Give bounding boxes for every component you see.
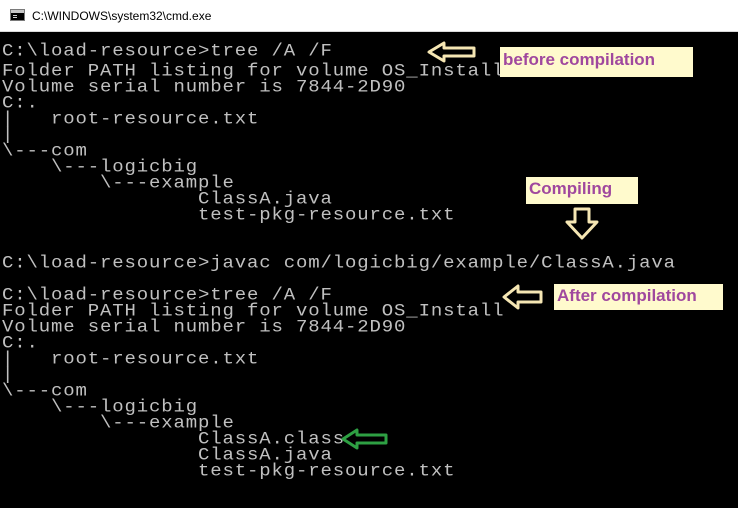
console-line: \---com bbox=[2, 381, 88, 402]
console-line: \---logicbig bbox=[2, 397, 199, 418]
console-line: test-pkg-resource.txt bbox=[2, 205, 456, 226]
cmd-icon bbox=[10, 9, 25, 21]
console-line: ClassA.java bbox=[2, 445, 333, 466]
console-output[interactable]: C:\load-resource>tree /A /F Folder PATH … bbox=[0, 32, 738, 508]
window-title: C:\WINDOWS\system32\cmd.exe bbox=[32, 9, 212, 23]
console-line: Volume serial number is 7844-2D90 bbox=[2, 77, 407, 98]
compiling-label: Compiling bbox=[526, 177, 638, 204]
console-line: | root-resource.txt bbox=[2, 349, 260, 370]
after-compilation-label: After compilation bbox=[554, 284, 723, 310]
left-arrow-green-icon bbox=[341, 428, 388, 450]
console-line: \---example bbox=[2, 173, 235, 194]
console-line: C:\load-resource>tree /A /F bbox=[2, 285, 333, 306]
console-line: C:\load-resource>tree /A /F bbox=[2, 41, 333, 62]
console-line: \---example bbox=[2, 413, 235, 434]
console-line: Folder PATH listing for volume OS_Instal… bbox=[2, 301, 505, 322]
left-arrow-icon bbox=[502, 284, 543, 310]
console-line: \---com bbox=[2, 141, 88, 162]
left-arrow-icon bbox=[427, 41, 476, 63]
console-line: | bbox=[2, 125, 15, 146]
console-line: test-pkg-resource.txt bbox=[2, 461, 456, 482]
console-line: ClassA.java bbox=[2, 189, 333, 210]
console-line: Folder PATH listing for volume OS_Instal… bbox=[2, 61, 505, 82]
console-line: C:. bbox=[2, 93, 39, 114]
down-arrow-icon bbox=[565, 207, 599, 240]
console-line: | bbox=[2, 365, 15, 386]
console-line: \---logicbig bbox=[2, 157, 199, 178]
console-line: C:. bbox=[2, 333, 39, 354]
console-line: Volume serial number is 7844-2D90 bbox=[2, 317, 407, 338]
console-line: C:\load-resource>javac com/logicbig/exam… bbox=[2, 253, 676, 274]
title-bar[interactable]: C:\WINDOWS\system32\cmd.exe bbox=[0, 0, 738, 32]
console-line: | root-resource.txt bbox=[2, 109, 260, 130]
console-line: ClassA.class bbox=[2, 429, 346, 450]
before-compilation-label: before compilation bbox=[500, 47, 693, 77]
